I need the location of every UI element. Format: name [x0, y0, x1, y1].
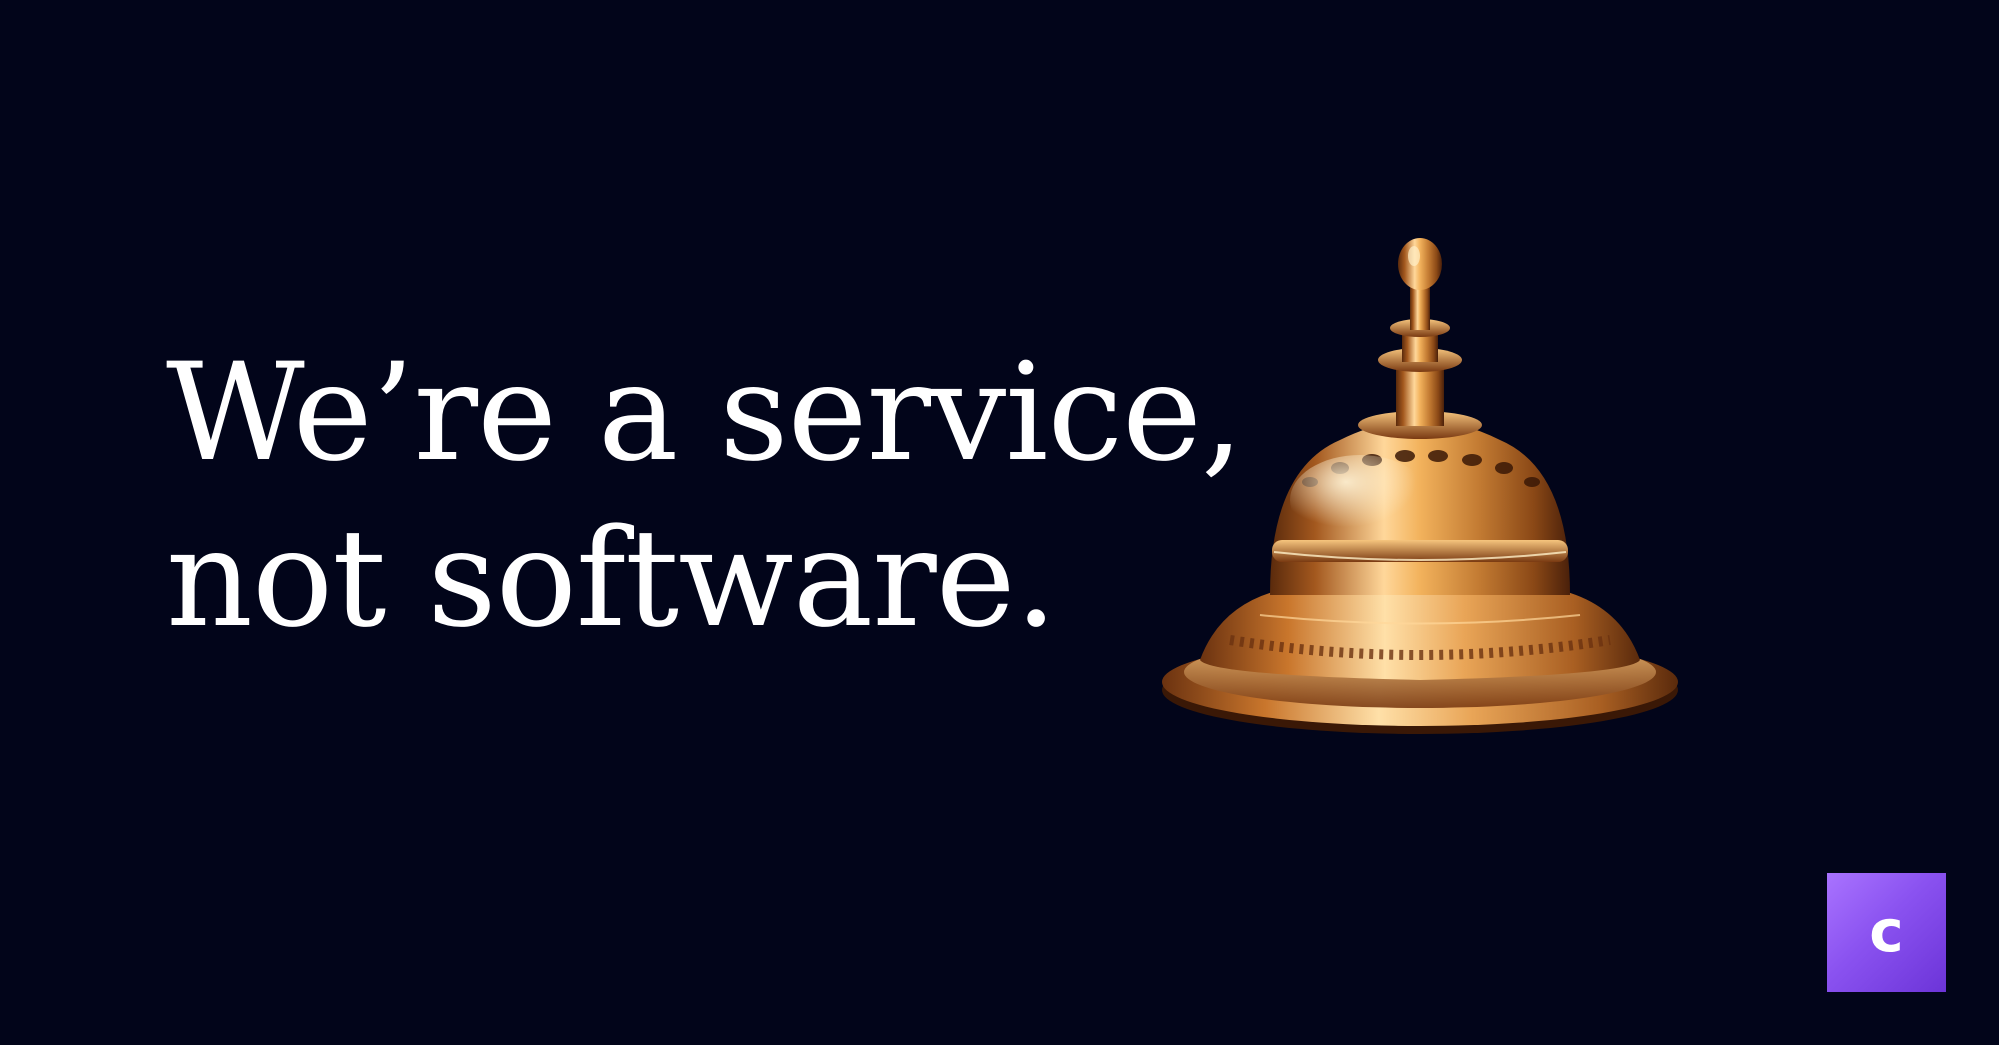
headline: We’re a service, not software. — [166, 330, 1244, 662]
service-bell-icon — [1162, 238, 1678, 734]
brand-logo[interactable]: c — [1827, 873, 1946, 992]
brand-logo-letter: c — [1869, 896, 1904, 965]
headline-line-1: We’re a service, — [166, 334, 1244, 491]
headline-line-2: not software. — [166, 500, 1058, 657]
